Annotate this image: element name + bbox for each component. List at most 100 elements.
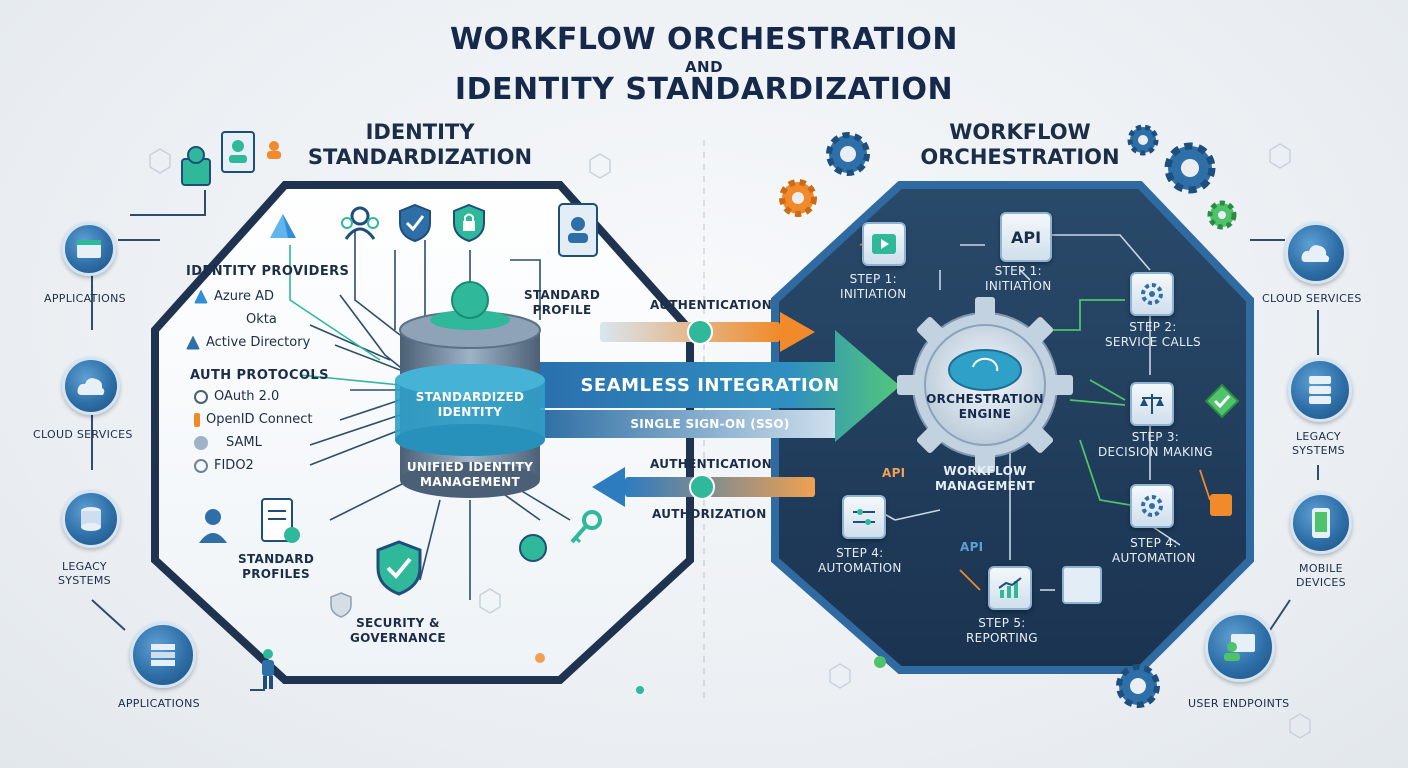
- users-group-icon: [340, 205, 380, 243]
- user-outline-icon: [196, 505, 230, 545]
- protocol-label: SAML: [226, 435, 262, 450]
- person-standing-icon: [257, 648, 279, 690]
- fido-icon: [194, 458, 208, 473]
- cloud-icon: [1301, 245, 1330, 262]
- legacy-systems-node-right: [1288, 358, 1352, 422]
- provider-azure: Azure AD: [194, 285, 349, 308]
- step5-label: STEP 5: REPORTING: [966, 616, 1038, 645]
- azure-logo-icon: [268, 212, 298, 242]
- seamless-arrow: [535, 330, 900, 442]
- unified-identity-label: UNIFIED IDENTITY MANAGEMENT: [406, 460, 534, 489]
- lock-shield-icon: [452, 203, 486, 243]
- protocol-saml: SAML: [194, 431, 329, 454]
- server-icon: [1309, 376, 1331, 404]
- api-label-1: API: [882, 466, 906, 480]
- applications-node-top: [62, 222, 116, 276]
- security-shield-icon: [375, 540, 423, 596]
- user-endpoints-node: [1205, 612, 1275, 682]
- gear-green-icon: [1205, 198, 1239, 232]
- main-title-line1: WORKFLOW ORCHESTRATION: [449, 22, 959, 57]
- id-card-icon: [220, 130, 256, 174]
- step1-initiation-box: [862, 222, 906, 266]
- standard-profiles-label: STANDARD PROFILES: [238, 552, 315, 581]
- step1b-label: STEP 1: INITIATION: [985, 264, 1052, 293]
- orchestration-engine-gear: [897, 297, 1073, 473]
- list-doc-icon: [1062, 566, 1102, 604]
- cloud-sync-icon: [77, 378, 105, 395]
- gear-icon: [1141, 495, 1163, 517]
- protocol-oauth: OAuth 2.0: [194, 385, 329, 408]
- shield-check-icon: [398, 203, 432, 243]
- sso-label: SINGLE SIGN-ON (SSO): [630, 417, 790, 431]
- auth-protocols-list: AUTH PROTOCOLS OAuth 2.0 OpenID Connect …: [190, 368, 329, 477]
- seamless-integration-label: SEAMLESS INTEGRATION: [580, 374, 840, 396]
- badge-icon: [518, 533, 548, 563]
- cloud-services-node-right: [1285, 222, 1347, 284]
- browser-window-icon: [77, 240, 101, 258]
- step4a-label: STEP 4: AUTOMATION: [818, 546, 902, 575]
- api-box: API: [1000, 212, 1052, 262]
- mobile-devices-node: [1290, 492, 1352, 554]
- right-node-label-1: CLOUD SERVICES: [1262, 292, 1362, 305]
- play-icon: [872, 234, 896, 254]
- small-shield-icon: [330, 592, 352, 618]
- right-node-label-3: MOBILE DEVICES: [1296, 562, 1346, 589]
- protocol-label: OpenID Connect: [206, 412, 313, 427]
- left-node-label-4: APPLICATIONS: [118, 697, 200, 710]
- api-label-2: API: [960, 540, 984, 554]
- standardized-identity-label: STANDARDIZED IDENTITY: [415, 390, 525, 419]
- step2-label: STEP 2: SERVICE CALLS: [1105, 320, 1201, 349]
- identity-section-title: IDENTITY STANDARDIZATION: [307, 120, 533, 169]
- right-node-label-4: USER ENDPOINTS: [1188, 697, 1290, 710]
- chart-icon: [998, 577, 1022, 598]
- workflow-management-label: WORKFLOW MANAGEMENT: [935, 464, 1035, 493]
- authorization-label: AUTHORIZATION: [652, 507, 767, 521]
- left-node-label-2: CLOUD SERVICES: [33, 428, 133, 441]
- protocol-openid: OpenID Connect: [194, 408, 329, 431]
- azure-icon: [194, 289, 208, 304]
- gear-icon: [1141, 283, 1163, 305]
- workflow-section-title: WORKFLOW ORCHESTRATION: [920, 120, 1120, 169]
- step4b-box: [1130, 484, 1174, 528]
- gear-icon: [822, 128, 874, 180]
- step4a-box: [842, 495, 886, 539]
- profile-card-icon: [555, 200, 601, 260]
- applications-node-bottom: [130, 622, 196, 688]
- document-check-icon: [258, 497, 302, 547]
- oauth-icon: [194, 389, 208, 404]
- gear-small-icon: [1125, 122, 1161, 158]
- provider-label: Azure AD: [214, 289, 275, 304]
- stack-icon: [151, 644, 175, 666]
- gear-orange-icon: [776, 176, 820, 220]
- openid-icon: [194, 412, 200, 427]
- user-monitor-icon: [1224, 634, 1255, 661]
- gear-large-icon: [1160, 138, 1220, 198]
- orange-note-icon: [1210, 494, 1232, 516]
- main-title-line2: IDENTITY STANDARDIZATION: [454, 72, 954, 107]
- user-icon: [180, 145, 212, 187]
- identity-providers-header: IDENTITY PROVIDERS: [186, 264, 350, 279]
- scale-icon: [1140, 394, 1164, 414]
- step3-label: STEP 3: DECISION MAKING: [1098, 430, 1213, 459]
- gear-bottom-icon: [1112, 660, 1164, 712]
- step3-box: [1130, 382, 1174, 426]
- legacy-systems-node-left: [62, 490, 120, 548]
- person-icon: [264, 140, 284, 160]
- authentication-bottom-label: AUTHENTICATION: [650, 457, 773, 471]
- saml-icon: [194, 435, 208, 450]
- left-node-label-1: APPLICATIONS: [44, 292, 126, 305]
- identity-providers-list: IDENTITY PROVIDERS Azure AD Okta Active …: [186, 264, 349, 354]
- left-node-label-3: LEGACY SYSTEMS: [58, 560, 111, 587]
- decision-check-icon: [1204, 383, 1240, 419]
- mobile-icon: [1312, 508, 1330, 538]
- step5-box: [988, 566, 1032, 610]
- identity-cylinder: [395, 281, 545, 498]
- api-text: API: [1010, 227, 1042, 247]
- provider-okta: Okta: [246, 308, 349, 331]
- standard-profile-label: STANDARD PROFILE: [524, 288, 601, 317]
- orchestration-engine-label: ORCHESTRATION ENGINE: [926, 392, 1044, 421]
- security-governance-label: SECURITY & GOVERNANCE: [350, 616, 446, 645]
- step1a-label: STEP 1: INITIATION: [840, 272, 907, 301]
- provider-label: Okta: [246, 312, 277, 327]
